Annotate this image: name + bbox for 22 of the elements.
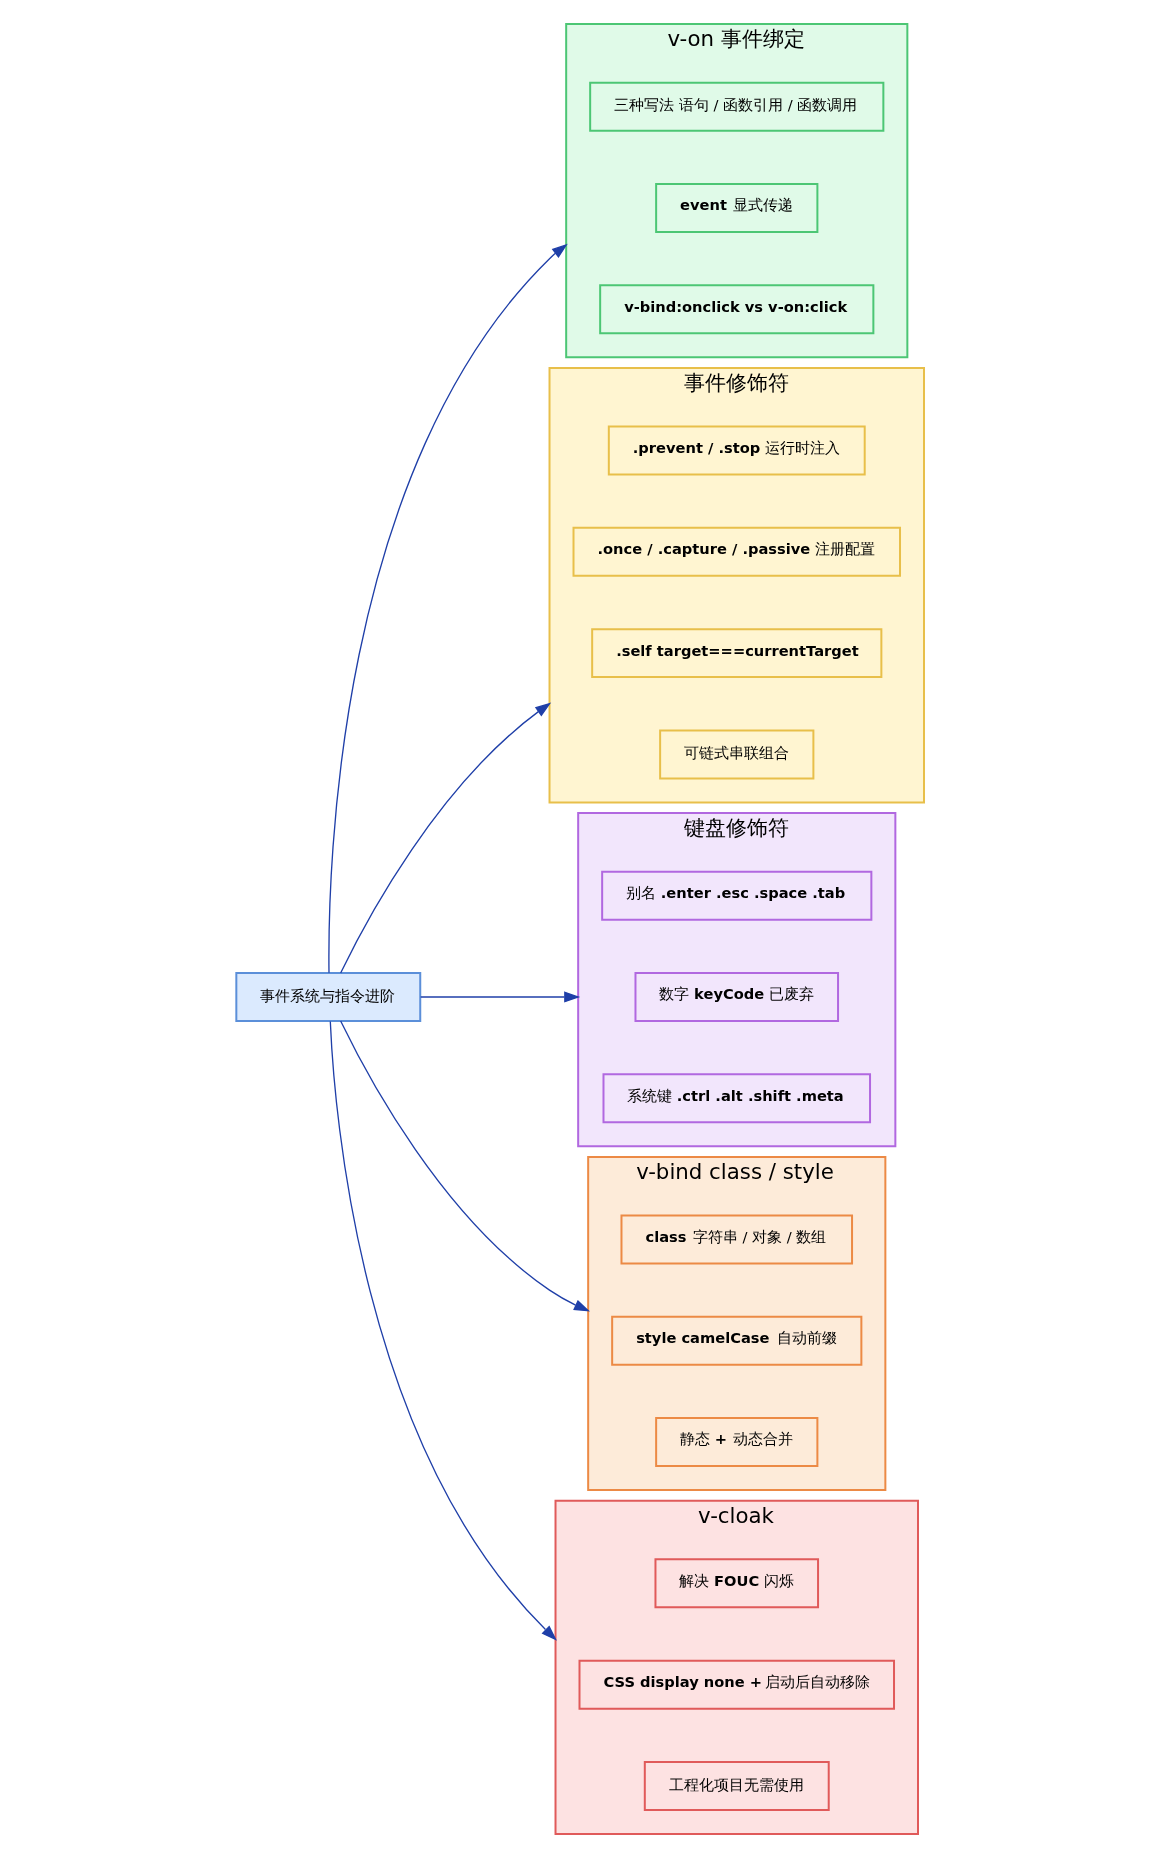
node-box: 工程化项目无需使用 bbox=[643, 1760, 830, 1811]
arrow bbox=[419, 991, 580, 1003]
node-box: 系统键 .ctrl .alt .shift .meta bbox=[602, 1073, 871, 1124]
node-box: event 显式传递 bbox=[654, 183, 818, 233]
node-box: CSS display none + 启动后自动移除 bbox=[578, 1659, 895, 1710]
node-box: .prevent / .stop 运行时注入 bbox=[607, 425, 866, 476]
node-box: 别名 .enter .esc .space .tab bbox=[600, 870, 872, 921]
arrow bbox=[339, 1020, 590, 1312]
node-box: class 字符串 / 对象 / 数组 bbox=[620, 1214, 853, 1265]
node-box: 事件系统与指令进阶 bbox=[234, 972, 421, 1022]
node-box: 数字 keyCode 已废弃 bbox=[634, 972, 839, 1022]
node-box: style camelCase 自动前缀 bbox=[610, 1315, 862, 1366]
node-box: 静态 + 动态合并 bbox=[654, 1417, 818, 1468]
node-box: 三种写法 语句 / 函数引用 / 函数调用 bbox=[588, 81, 884, 132]
node-box: 可链式串联组合 bbox=[658, 729, 814, 780]
node-box: v-bind:onclick vs v-on:click bbox=[598, 284, 874, 335]
arrow bbox=[329, 1020, 557, 1641]
node-box: .self target===currentTarget bbox=[590, 628, 882, 679]
arrow bbox=[339, 702, 551, 974]
node-box: 解决 FOUC 闪烁 bbox=[653, 1558, 819, 1609]
arrow bbox=[327, 243, 568, 974]
node-box: .once / .capture / .passive 注册配置 bbox=[572, 526, 901, 577]
